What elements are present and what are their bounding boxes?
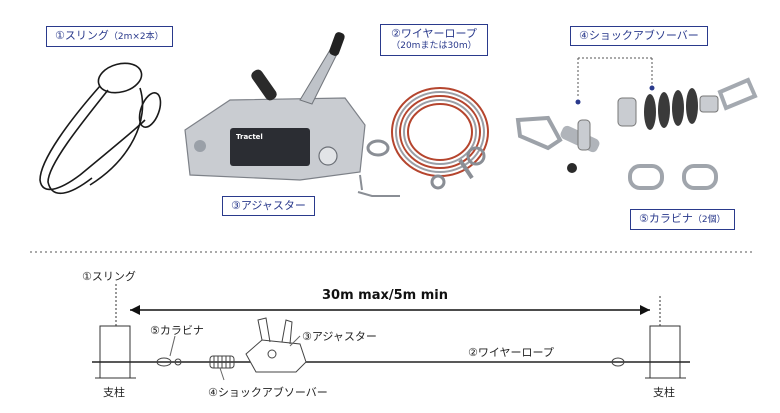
carabiner-note: （2個）	[692, 215, 726, 225]
sling-num: ①	[55, 29, 65, 42]
diagram-adjuster-label: ③アジャスター	[302, 330, 377, 343]
wire-num: ②	[391, 27, 401, 40]
absorber-num: ④	[579, 29, 589, 42]
label-carabiner: ⑤カラビナ（2個）	[630, 209, 735, 230]
carabiner-illustration	[628, 164, 718, 190]
installation-diagram	[92, 284, 690, 381]
span-dimension: 30m max/5m min	[322, 288, 448, 303]
post-left-label: 支柱	[103, 386, 125, 399]
absorber-illustration	[515, 57, 758, 173]
sling-illustration	[39, 62, 162, 195]
diagram-carabiner-label: ⑤カラビナ	[150, 324, 204, 337]
adjuster-num: ③	[231, 199, 241, 212]
label-absorber: ④ショックアブソーバー	[570, 26, 708, 46]
diagram-sling-label: ①スリング	[82, 270, 136, 283]
label-wire: ②ワイヤーロープ （20mまたは30m）	[380, 24, 488, 56]
carabiner-num: ⑤	[639, 212, 649, 225]
diagram-wire-label: ②ワイヤーロープ	[468, 346, 554, 359]
post-right	[649, 325, 681, 379]
label-sling: ①スリング（2m×2本）	[46, 26, 173, 47]
adjuster-brand: Tractel	[236, 133, 263, 141]
carabiner-name: カラビナ	[648, 212, 693, 225]
post-right-label: 支柱	[653, 386, 675, 399]
sling-name: スリング	[64, 29, 109, 42]
wire-name: ワイヤーロープ	[400, 27, 477, 40]
adjuster-name: アジャスター	[240, 199, 306, 212]
sling-note: （2m×2本）	[108, 32, 164, 42]
diagram-absorber-label: ④ショックアブソーバー	[208, 386, 328, 399]
label-adjuster: ③アジャスター	[222, 196, 315, 216]
adjuster-illustration: Tractel	[184, 32, 400, 197]
absorber-name: ショックアブソーバー	[588, 29, 699, 42]
wire-note: （20mまたは30m）	[391, 41, 477, 51]
wire-illustration	[391, 87, 489, 190]
post-left	[99, 325, 131, 379]
